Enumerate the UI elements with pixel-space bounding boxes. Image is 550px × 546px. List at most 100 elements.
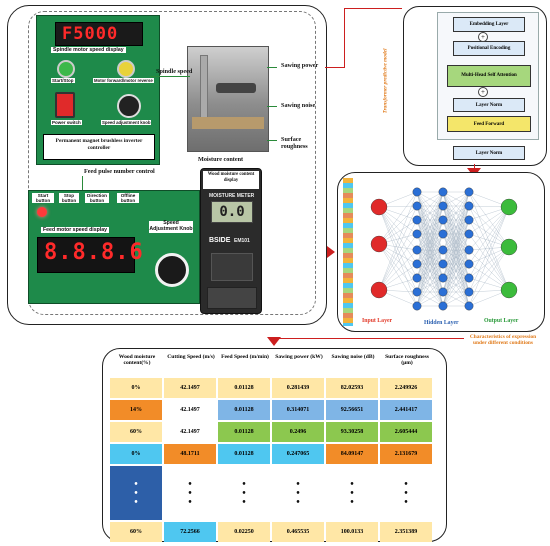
connector-red-down xyxy=(474,164,475,170)
start-stop-button[interactable] xyxy=(57,60,75,78)
network-node xyxy=(412,229,422,239)
network-node xyxy=(412,245,422,255)
moisture-meter: Wood moisture content display MOISTURE M… xyxy=(200,168,262,314)
network-nodes xyxy=(370,187,518,311)
network-edge xyxy=(468,206,510,265)
table-ellipsis-cell: ••• xyxy=(110,466,162,520)
network-edge xyxy=(378,206,418,279)
network-edge xyxy=(378,206,418,251)
spindle-display: F5000 xyxy=(55,22,143,46)
table-header-cell: Wood moisture content(%) xyxy=(118,354,156,367)
power-switch-label: Power switch xyxy=(51,120,82,125)
input-feature-strip xyxy=(343,178,353,326)
table-cell: 2.131679 xyxy=(380,444,432,464)
network-edge xyxy=(378,206,418,265)
network-node xyxy=(438,273,448,283)
positional-block: Positional Encoding xyxy=(453,41,525,56)
network-edge xyxy=(468,219,510,291)
network-edge xyxy=(468,233,510,291)
network-edge xyxy=(378,219,418,291)
network-node xyxy=(464,287,474,297)
table-cell: 0.01128 xyxy=(218,400,270,420)
network-edge xyxy=(416,191,444,293)
power-switch[interactable] xyxy=(55,92,75,118)
table-ellipsis-cell: ••• xyxy=(326,466,378,520)
table-cell: 42.1497 xyxy=(164,400,216,420)
feed-control-panel: Start button Stop button Direction butto… xyxy=(28,190,200,304)
spindle-display-value: F5000 xyxy=(62,24,119,44)
surface-roughness-label: Surface roughness xyxy=(281,136,311,151)
table-header-cell: Cutting Speed (m/s) xyxy=(167,354,215,360)
network-edge xyxy=(442,249,470,307)
network-edge xyxy=(468,205,510,291)
saw-spindle xyxy=(216,83,256,93)
network-edge xyxy=(468,206,510,307)
table-cell: 2.441417 xyxy=(380,400,432,420)
network-edge xyxy=(416,277,444,307)
chevron-right-icon xyxy=(327,246,335,258)
table-cell: 0.247065 xyxy=(272,444,324,464)
wood-board xyxy=(192,117,264,129)
controller-caption: Permanent magnet brushless inverter cont… xyxy=(55,138,143,152)
meter-header: MOISTURE METER xyxy=(209,193,255,199)
network-edge xyxy=(468,206,510,251)
data-table: Wood moisture content(%) Cutting Speed (m… xyxy=(110,352,438,542)
network-node xyxy=(370,235,388,253)
network-edge xyxy=(416,191,444,251)
network-edge xyxy=(442,191,470,265)
network-edge xyxy=(468,206,510,293)
table-cell: 93.30258 xyxy=(326,422,378,442)
network-edge xyxy=(378,191,418,245)
feed-start-button[interactable] xyxy=(37,207,47,217)
network-node xyxy=(412,287,422,297)
sawing-noise-label: Sawing noise xyxy=(281,102,316,109)
network-edge xyxy=(378,206,418,293)
network-edge xyxy=(378,249,418,291)
table-cell: 14% xyxy=(110,400,162,420)
meter-brand: BSIDE xyxy=(209,237,231,244)
network-edge xyxy=(468,191,510,291)
network-node xyxy=(438,287,448,297)
meter-screen: 0.0 xyxy=(211,201,253,223)
table-cell: 84.09147 xyxy=(326,444,378,464)
table-cell: 60% xyxy=(110,522,162,542)
network-edge xyxy=(442,191,470,307)
network-node xyxy=(412,259,422,269)
start-stop-label: Start/Stop xyxy=(51,78,75,83)
network-note: Characteristics of expression under diff… xyxy=(469,334,537,347)
spindle-speed-label: Spindle speed xyxy=(156,68,193,75)
network-edge xyxy=(416,191,444,221)
feed-knob-label: Speed Adjustment Knob xyxy=(149,220,193,233)
table-cell: 72.2566 xyxy=(164,522,216,542)
network-node xyxy=(412,201,422,211)
network-edge xyxy=(442,263,470,307)
network-edge xyxy=(416,249,444,293)
network-edge xyxy=(378,243,418,293)
network-node xyxy=(438,215,448,225)
speed-knob[interactable] xyxy=(117,94,141,118)
network-edge xyxy=(378,205,418,245)
meter-buttons xyxy=(211,253,253,281)
network-edge xyxy=(416,249,444,265)
network-edge xyxy=(416,233,444,307)
attention-block: Multi-Head Self Attention xyxy=(447,65,531,87)
table-cell: 48.1711 xyxy=(164,444,216,464)
table-cell: 0.465535 xyxy=(272,522,324,542)
network-edge xyxy=(442,249,470,279)
transformer-side-label: Transformer predictive model xyxy=(382,48,389,114)
network-edge xyxy=(378,243,418,307)
network-edge xyxy=(442,191,470,251)
network-node xyxy=(370,198,388,216)
network-node xyxy=(464,229,474,239)
spindle-controller: F5000 Spindle motor speed display Start/… xyxy=(36,15,160,165)
surface-roughness-text: Surface roughness xyxy=(281,136,308,151)
feed-speed-knob[interactable] xyxy=(155,253,189,287)
network-node xyxy=(438,259,448,269)
output-layer-label: Output Layer xyxy=(484,318,519,324)
network-edge xyxy=(442,191,470,207)
motor-reverse-button[interactable] xyxy=(117,60,135,78)
embedding-block: Embedding Layer xyxy=(453,17,525,32)
network-edge xyxy=(442,249,470,265)
network-node xyxy=(438,201,448,211)
feed-direction-label: Direction button xyxy=(85,193,109,204)
